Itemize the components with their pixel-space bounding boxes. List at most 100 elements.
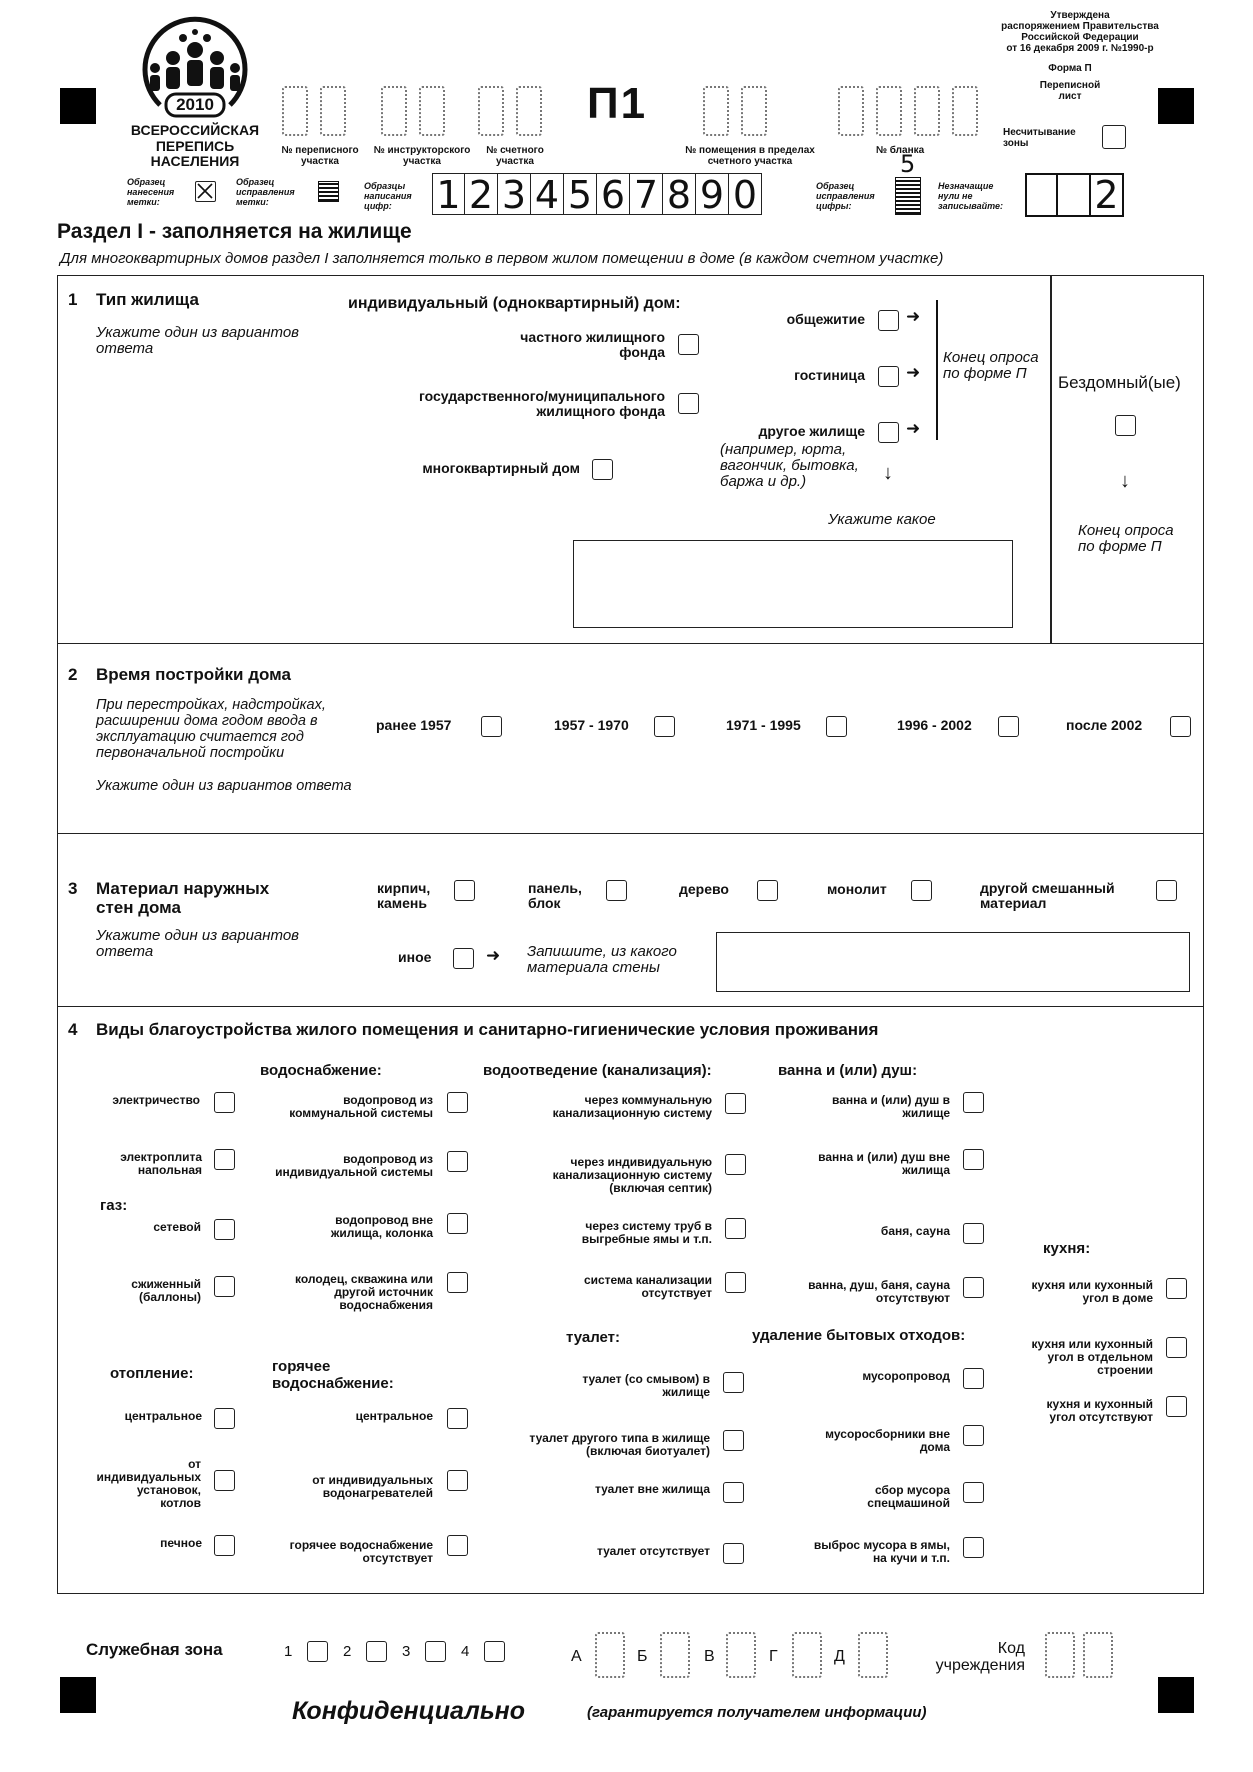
sample-digit-box: 8 [663,173,696,216]
q4-sewer-individual-checkbox[interactable] [725,1154,746,1175]
q1-private-checkbox[interactable] [678,334,699,355]
sample-digit: 7 [633,173,659,217]
q1-state-checkbox[interactable] [678,393,699,414]
q4-stove-checkbox[interactable] [214,1149,235,1170]
q4-hot-individual-checkbox[interactable] [447,1470,468,1491]
q4-gas-liquid-checkbox[interactable] [214,1276,235,1297]
blank-digit-box[interactable] [876,86,902,136]
q1-apartment-checkbox[interactable] [592,459,613,480]
label-line: дома [919,1440,950,1454]
sample-mark-label: Образец нанесения метки: [127,177,197,207]
q3-monolith-checkbox[interactable] [911,880,932,901]
service-checkbox-1[interactable] [307,1641,328,1662]
service-checkbox-3[interactable] [425,1641,446,1662]
q3-brick-checkbox[interactable] [454,880,475,901]
q4-waste-chute-checkbox[interactable] [963,1368,984,1389]
q4-heat-central-checkbox[interactable] [214,1408,235,1429]
count-area-digit-box[interactable] [516,86,542,136]
q2-hint-2: Укажите один из вариантов ответа [96,778,352,794]
letter-d-box[interactable] [858,1632,888,1678]
approval-line: Российской Федерации [1021,32,1139,43]
letter-a-box[interactable] [595,1632,625,1678]
q4-sauna-checkbox[interactable] [963,1223,984,1244]
q2-1971-1995-checkbox[interactable] [826,716,847,737]
q4-sewer-pits-checkbox[interactable] [725,1218,746,1239]
blank-digit-box[interactable] [952,86,978,136]
q4-waste-truck-checkbox[interactable] [963,1482,984,1503]
instructor-area-digit-box[interactable] [419,86,445,136]
q4-sewer-communal-label: через коммунальную канализационную систе… [490,1094,712,1120]
service-num-4: 4 [461,1643,470,1660]
census-area-digit-box[interactable] [320,86,346,136]
q3-mixed-checkbox[interactable] [1156,880,1177,901]
q4-water-communal-checkbox[interactable] [447,1092,468,1113]
q2-before-1957-checkbox[interactable] [481,716,502,737]
q4-hot-none-checkbox[interactable] [447,1535,468,1556]
q4-kitchen-home-checkbox[interactable] [1166,1278,1187,1299]
blank-digit-box[interactable] [838,86,864,136]
service-checkbox-4[interactable] [484,1641,505,1662]
q4-bath-inside-checkbox[interactable] [963,1092,984,1113]
q2-1996-2002-checkbox[interactable] [998,716,1019,737]
institution-code-box[interactable] [1045,1632,1075,1678]
q3-other-textbox[interactable] [716,932,1190,992]
q4-hot-central-checkbox[interactable] [447,1408,468,1429]
q3-write-note: Запишите, из какого материала стены [527,944,677,976]
label-line: написания [364,191,412,201]
service-checkbox-2[interactable] [366,1641,387,1662]
q1-specify-textbox[interactable] [573,540,1013,628]
letter-v-box[interactable] [726,1632,756,1678]
room-digit-box[interactable] [741,86,767,136]
q4-bath-none-checkbox[interactable] [963,1277,984,1298]
q4-sewer-communal-checkbox[interactable] [725,1093,746,1114]
q2-after-2002-checkbox[interactable] [1170,716,1191,737]
count-area-digit-box[interactable] [478,86,504,136]
q1-other-checkbox[interactable] [878,422,899,443]
q1-hotel-checkbox[interactable] [878,366,899,387]
q4-kitchen-none-checkbox[interactable] [1166,1396,1187,1417]
zero-example-digit: 2 [1094,173,1119,217]
q3-panel-checkbox[interactable] [606,880,627,901]
question-2-block [57,643,1204,833]
q1-dorm-checkbox[interactable] [878,310,899,331]
q4-heat-stove-checkbox[interactable] [214,1535,235,1556]
q1-down-arrow-icon: ↓ [883,462,893,484]
sheet-title-line: лист [1058,91,1082,102]
label-line: жилища, колонка [330,1226,433,1240]
room-digit-box[interactable] [703,86,729,136]
q4-electricity-checkbox[interactable] [214,1092,235,1113]
zero-example-box [1025,173,1058,217]
q3-wood-checkbox[interactable] [757,880,778,901]
nonreading-zone-checkbox[interactable] [1102,125,1126,149]
q4-toilet-outside-checkbox[interactable] [723,1482,744,1503]
blank-digit-box[interactable] [914,86,940,136]
letter-b-box[interactable] [660,1632,690,1678]
q4-water-well-checkbox[interactable] [447,1272,468,1293]
q1-homeless-checkbox[interactable] [1115,415,1136,436]
label-line: угол в доме [1082,1291,1153,1305]
q4-gas-heading: газ: [100,1197,128,1214]
q4-waste-pits-checkbox[interactable] [963,1537,984,1558]
letter-g-box[interactable] [792,1632,822,1678]
instructor-area-digit-box[interactable] [381,86,407,136]
q4-heat-individual-checkbox[interactable] [214,1470,235,1491]
q4-water-outside-checkbox[interactable] [447,1213,468,1234]
note-line: по форме П [1078,538,1162,555]
q4-kitchen-separate-checkbox[interactable] [1166,1337,1187,1358]
sample-digits-row: 1 2 3 4 5 6 7 8 9 0 [432,173,762,217]
label-line: зоны [1003,138,1029,149]
q4-water-well-label: колодец, скважина или другой источник во… [240,1273,433,1312]
q4-toilet-other-checkbox[interactable] [723,1430,744,1451]
q4-toilet-none-checkbox[interactable] [723,1543,744,1564]
institution-code-box[interactable] [1083,1632,1113,1678]
q2-1957-1970-checkbox[interactable] [654,716,675,737]
q4-bath-outside-checkbox[interactable] [963,1149,984,1170]
q4-toilet-inside-checkbox[interactable] [723,1372,744,1393]
label-line: туалет другого типа в жилище [529,1431,710,1445]
q4-gas-net-checkbox[interactable] [214,1219,235,1240]
q4-waste-bins-checkbox[interactable] [963,1425,984,1446]
q4-water-individual-checkbox[interactable] [447,1151,468,1172]
q4-sewer-none-checkbox[interactable] [725,1272,746,1293]
q3-other-checkbox[interactable] [453,948,474,969]
census-area-digit-box[interactable] [282,86,308,136]
